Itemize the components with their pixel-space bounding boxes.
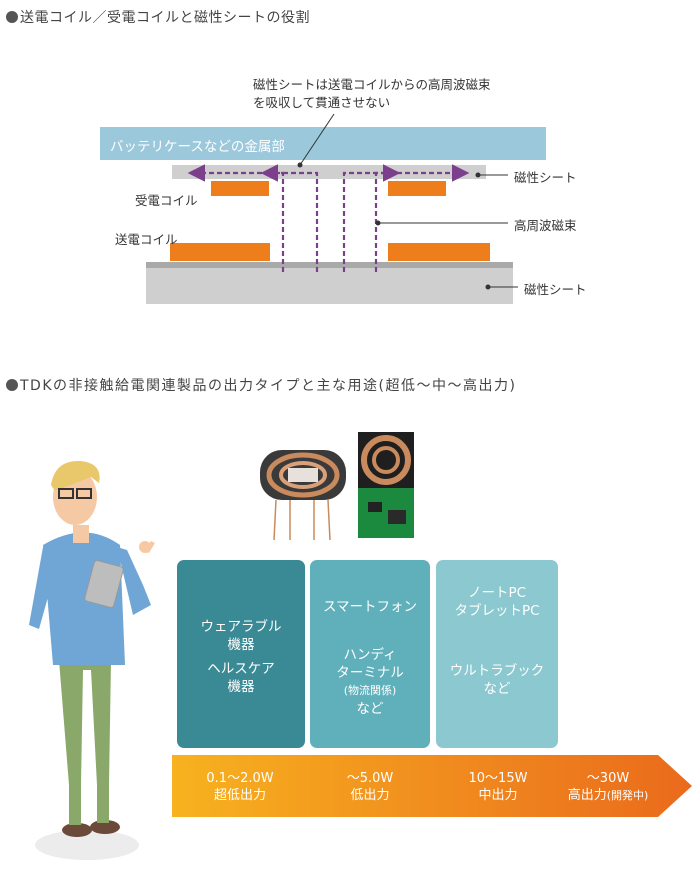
send-coil-left xyxy=(170,243,270,261)
card-text: 機器 xyxy=(227,637,255,653)
flux-label: 高周波磁束 xyxy=(514,218,577,233)
leader-dot xyxy=(297,162,303,168)
leader-dot xyxy=(475,172,481,178)
card-text: タブレットPC xyxy=(454,603,540,619)
level-power: ～30W xyxy=(586,771,630,786)
coil-diagram xyxy=(100,113,546,304)
bullet-icon xyxy=(6,11,18,23)
level-low: ～5.0W 低出力 xyxy=(312,770,428,804)
bottom-sheet-label: 磁性シート xyxy=(524,282,587,297)
bottom-sheet-edge xyxy=(146,262,513,268)
leader-dot xyxy=(485,284,491,290)
receive-coil-label: 受電コイル xyxy=(135,193,198,208)
section1-title: 送電コイル／受電コイルと磁性シートの役割 xyxy=(6,7,310,27)
person-illustration xyxy=(29,460,155,860)
level-name: 中出力 xyxy=(478,788,518,803)
level-name: 低出力 xyxy=(350,788,390,803)
bullet-icon xyxy=(6,379,18,391)
level-name: 高出力(開発中) xyxy=(548,787,668,804)
card-text: など xyxy=(483,681,511,697)
top-sheet-label: 磁性シート xyxy=(514,170,577,185)
card-text: ウルトラブック xyxy=(449,663,545,679)
level-mid: 10～15W 中出力 xyxy=(440,770,556,804)
card-text: スマートフォン xyxy=(322,599,418,615)
level-power: 10～15W xyxy=(468,771,528,786)
annotation: 磁性シートは送電コイルからの高周波磁束 を吸収して貫通させない xyxy=(253,76,491,112)
products-illustration xyxy=(260,432,414,541)
annotation-line-2: を吸収して貫通させない xyxy=(253,95,391,110)
level-name: 超低出力 xyxy=(213,788,266,803)
leader-lines xyxy=(299,113,518,288)
leader-dot xyxy=(375,220,381,226)
level-high: ～30W 高出力(開発中) xyxy=(548,770,668,804)
card-text: ノートPC xyxy=(467,585,527,601)
receive-coil-left xyxy=(211,181,269,196)
card-text: (物流関係) xyxy=(343,684,397,697)
send-coil-right xyxy=(388,243,490,261)
level-note: (開発中) xyxy=(606,789,649,802)
card-text: 機器 xyxy=(227,679,255,695)
metal-case-label: バッテリケースなどの金属部 xyxy=(110,139,285,155)
metal-case-bar xyxy=(100,127,546,160)
flux-lines xyxy=(187,164,470,272)
level-power: ～5.0W xyxy=(346,771,394,786)
bottom-magnetic-sheet xyxy=(146,268,513,304)
card-text: など xyxy=(356,701,384,717)
card-text: ウェアラブル xyxy=(200,619,282,635)
level-ultra-low: 0.1～2.0W 超低出力 xyxy=(180,770,300,804)
card-text: ターミナル xyxy=(336,665,404,681)
section2-title: TDKの非接触給電関連製品の出力タイプと主な用途(超低～中～高出力) xyxy=(6,375,516,395)
output-arrow xyxy=(172,755,692,817)
level-power: 0.1～2.0W xyxy=(206,771,274,786)
card-text: ヘルスケア xyxy=(207,661,275,677)
level-name-text: 高出力 xyxy=(567,788,607,803)
annotation-line-1: 磁性シートは送電コイルからの高周波磁束 xyxy=(253,77,491,92)
card-text: ハンディ xyxy=(343,647,397,663)
card-mid: ノートPC タブレットPC ウルトラブック など xyxy=(436,560,558,748)
top-magnetic-sheet xyxy=(172,165,486,179)
card-ultra-low: ウェアラブル 機器 ヘルスケア 機器 xyxy=(177,560,305,748)
receive-coil-right xyxy=(388,181,446,196)
card-low: スマートフォン ハンディ ターミナル (物流関係) など xyxy=(310,560,430,748)
send-coil-label: 送電コイル xyxy=(115,232,178,247)
